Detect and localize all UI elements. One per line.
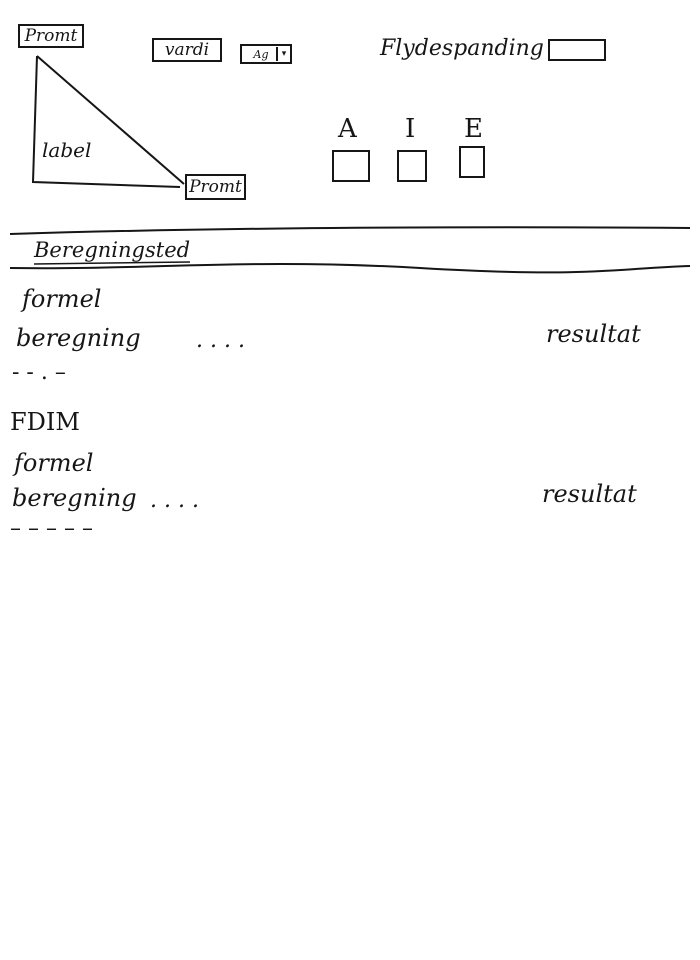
triangle-hypotenuse: [36, 55, 185, 185]
unit-dropdown-value: Ag: [253, 47, 269, 61]
option-a-checkbox[interactable]: [332, 150, 370, 182]
tab-bottom-line: [9, 262, 691, 274]
section-2-title: FDIM: [10, 408, 80, 436]
section-1-calculation: beregning: [16, 324, 141, 352]
flyde-input[interactable]: [548, 39, 606, 61]
prompt-top-label: Promt: [24, 25, 78, 46]
flyde-label: Flydespanding: [380, 36, 544, 61]
unit-dropdown[interactable]: Ag ▾: [240, 44, 292, 64]
chevron-down-icon[interactable]: ▾: [276, 47, 290, 61]
tab-top-line: [9, 226, 691, 235]
section-1-result: resultat: [546, 320, 641, 348]
value-input-text: vardi: [164, 39, 210, 60]
option-a-label: A: [338, 114, 357, 144]
section-1-formula: formel: [22, 285, 102, 313]
prompt-top-field[interactable]: Promt: [18, 24, 84, 48]
section-1-separator: - - . –: [12, 360, 66, 385]
section-2-calculation-dots: . . . .: [150, 488, 199, 513]
option-i-label: I: [405, 114, 416, 144]
section-2-separator: – – – – –: [10, 516, 93, 541]
option-e-checkbox[interactable]: [459, 146, 485, 178]
tab-underline: [33, 261, 191, 265]
option-i-checkbox[interactable]: [397, 150, 427, 182]
prompt-bottom-field[interactable]: Promt: [185, 174, 246, 200]
tab-beregningsted[interactable]: Beregningsted: [34, 238, 191, 262]
section-2-formula: formel: [14, 449, 94, 477]
prompt-bottom-label: Promt: [189, 176, 242, 197]
triangle-legs: [31, 55, 181, 188]
value-input[interactable]: vardi: [152, 38, 222, 62]
section-2-result: resultat: [542, 480, 637, 508]
section-2-calculation: beregning: [12, 484, 137, 512]
option-e-label: E: [464, 114, 483, 144]
section-1-calculation-dots: . . . .: [196, 328, 245, 353]
triangle-label: label: [42, 138, 92, 162]
